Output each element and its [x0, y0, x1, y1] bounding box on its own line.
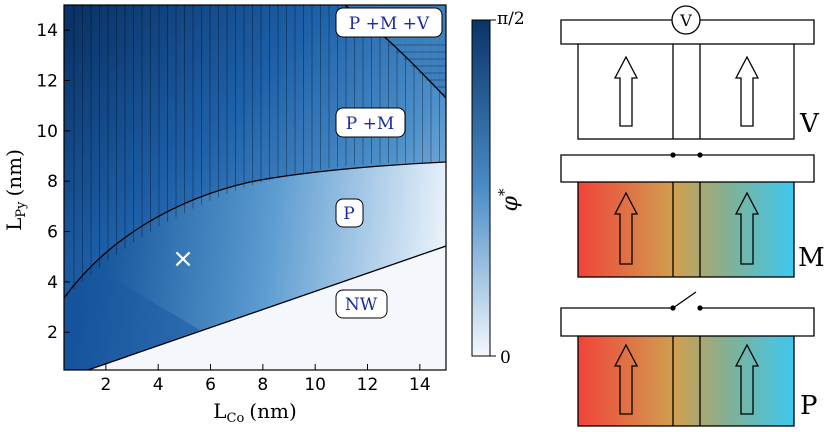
circuit-voltmeter: V V [560, 5, 820, 140]
magnetization-arrow-right [734, 343, 760, 415]
junction-m [577, 181, 795, 278]
pmv-grid-lines [388, 44, 446, 95]
y-axis-ticks: 2 4 6 8 10 12 14 [36, 21, 70, 343]
region-pm-fill [64, 5, 446, 298]
colorbar-top-label: π/2 [497, 9, 525, 29]
circuit-label-m: M [798, 243, 825, 273]
x-axis-label: LCo(nm) [213, 399, 297, 426]
y-tick-label: 4 [47, 273, 58, 293]
state-marker: × [172, 244, 194, 274]
region-label-p: P [335, 198, 364, 228]
region-label-pmv: P +M +V [335, 7, 443, 38]
y-tick-label: 8 [47, 172, 58, 192]
y-tick-label: 10 [36, 122, 58, 142]
circuit-open-switch: P [560, 291, 818, 427]
boundary-p-pm [64, 161, 446, 299]
junction-v [577, 43, 795, 140]
svg-text:P +M +V: P +M +V [349, 14, 430, 34]
colorbar-gradient [471, 19, 491, 357]
circuit-label-p: P [800, 391, 818, 421]
region-label-nw: NW [335, 289, 388, 319]
circuit-closed: M [560, 152, 825, 278]
y-tick-label: 6 [47, 223, 58, 243]
colorbar-bottom-label: 0 [500, 348, 511, 368]
x-tick-label: 10 [304, 375, 326, 395]
region-dark-corner [64, 250, 200, 370]
circuit-label-v: V [799, 109, 820, 139]
x-tick-label: 12 [357, 375, 379, 395]
magnetization-arrow-left [613, 191, 639, 265]
x-tick-label: 14 [409, 375, 431, 395]
svg-text:NW: NW [345, 295, 378, 315]
x-axis-ticks: 2 4 6 8 10 12 14 [100, 364, 431, 395]
x-tick-label: 6 [205, 375, 216, 395]
y-tick-label: 2 [47, 323, 58, 343]
x-tick-label: 2 [100, 375, 111, 395]
phase-diagram: × P +M +V P +M P NW 2 4 6 8 10 12 14 2 4 6 8 10 12 1… [2, 4, 447, 426]
y-axis-label: LPy(nm) [2, 149, 29, 231]
pm-hatch-lines [73, 5, 440, 289]
colorbar: π/2 0 φ* [471, 9, 525, 368]
magnetization-arrow-left [613, 55, 639, 127]
x-tick-label: 4 [153, 375, 164, 395]
y-tick-label: 12 [36, 72, 58, 92]
magnetization-arrow-left [613, 343, 639, 415]
magnetization-arrow-right [734, 191, 760, 265]
svg-text:P: P [343, 204, 354, 224]
junction-p [577, 335, 795, 427]
x-tick-label: 8 [257, 375, 268, 395]
colorbar-axis-label: φ* [495, 188, 523, 211]
svg-text:P +M: P +M [346, 114, 395, 134]
y-tick-label: 14 [36, 21, 58, 41]
voltmeter-icon [671, 5, 701, 35]
boundary-nw-p [87, 245, 446, 370]
svg-text:V: V [679, 11, 692, 30]
plot-frame [63, 4, 447, 371]
magnetization-arrow-right [734, 55, 760, 127]
region-label-pm: P +M [335, 107, 406, 138]
switch-lever [672, 291, 697, 309]
